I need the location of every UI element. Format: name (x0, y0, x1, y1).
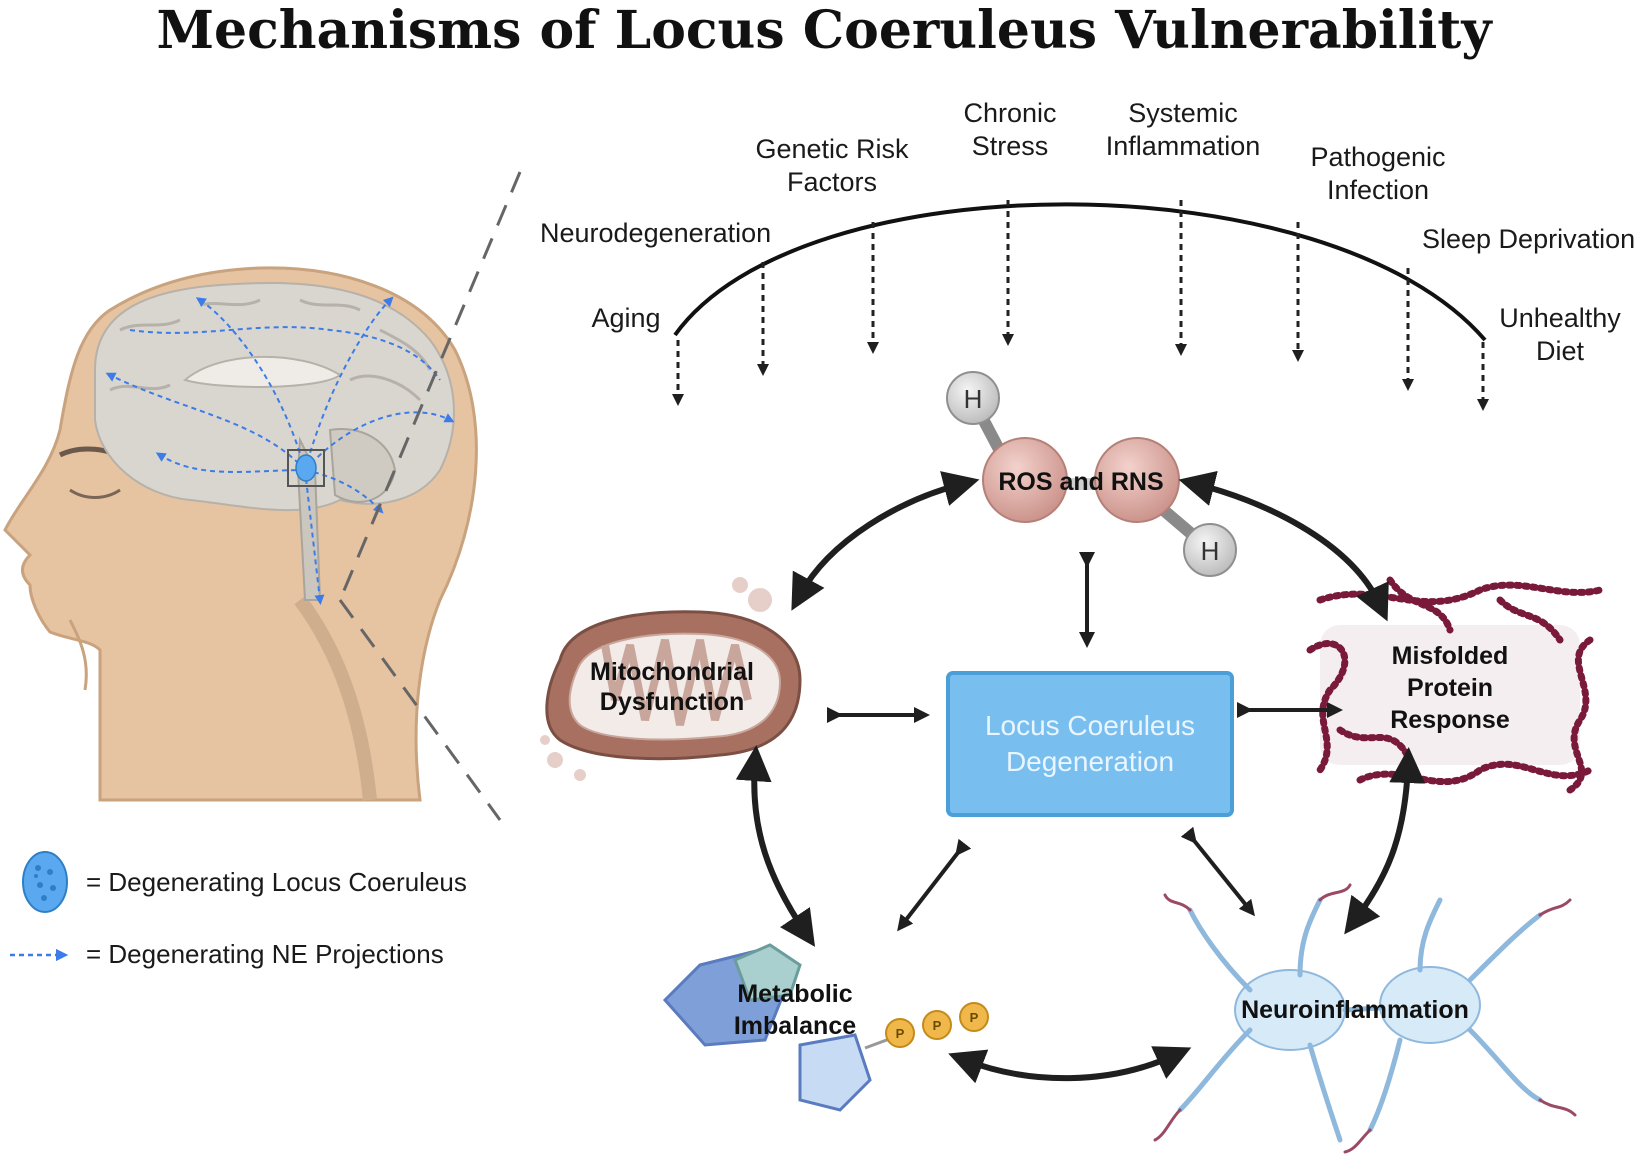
ros-rns-molecule: H H ROS and RNS (946, 371, 1237, 577)
risk-factor-label: Pathogenic (1310, 142, 1445, 172)
oxygen-atom-icon (982, 437, 1068, 523)
metabolic-icon: P P P Metabolic Imbalance (662, 943, 989, 1112)
legend-ne-text: = Degenerating NE Projections (86, 939, 444, 969)
arrow-mito-metabolic (735, 745, 816, 947)
legend: = Degenerating Locus Coeruleus = Degener… (10, 851, 467, 969)
arrow-protein-neuro (1344, 747, 1426, 935)
neuroinflammation-icon: Neuroinflammation (1153, 883, 1577, 1154)
diagram-title: Mechanisms of Locus Coeruleus Vulnerabil… (156, 0, 1493, 61)
arrow-metabolic-neuro (948, 1046, 1192, 1084)
arrow-center-neuro (1180, 826, 1256, 917)
misfolded-label-line3: Response (1390, 706, 1510, 734)
risk-factor-label: Factors (787, 167, 877, 197)
misfolded-protein-icon: Misfolded Protein Response (1306, 576, 1604, 794)
misfolded-label-line1: Misfolded (1392, 642, 1509, 670)
risk-factor-label: Diet (1536, 336, 1585, 366)
risk-factor-label: Chronic (963, 98, 1056, 128)
risk-factor-label: Unhealthy (1499, 303, 1621, 333)
center-label-line1: Locus Coeruleus (985, 710, 1195, 741)
risk-factor-label: Sleep Deprivation (1422, 224, 1635, 254)
risk-factor-label: Infection (1327, 175, 1429, 205)
risk-factor-label: Neurodegeneration (540, 218, 771, 248)
hydrogen-atom-icon (946, 371, 1000, 425)
brain-icon (94, 282, 455, 512)
atom-h-label: H (964, 384, 983, 414)
metabolic-label-line2: Imbalance (734, 1012, 856, 1040)
metabolic-label-line1: Metabolic (737, 980, 852, 1008)
risk-factor-label: Stress (972, 131, 1049, 161)
misfolded-label-line2: Protein (1407, 674, 1493, 702)
arrow-ros-protein (1178, 470, 1389, 622)
phosphate-icon (885, 1018, 915, 1048)
risk-factor-label: Systemic (1128, 98, 1238, 128)
risk-factor-label: Aging (591, 303, 660, 333)
risk-factor-arc: Aging Neurodegeneration Genetic RiskFactor… (540, 98, 1635, 411)
phosphate-label: P (896, 1026, 905, 1041)
interaction-arrows (735, 470, 1426, 1084)
mito-label-line2: Dysfunction (600, 688, 744, 716)
ros-rns-label: ROS and RNS (998, 468, 1163, 496)
mitochondria-icon: Mitochondrial Dysfunction (540, 577, 802, 781)
neuroinflammation-label: Neuroinflammation (1241, 996, 1469, 1024)
arrow-ros-mito (791, 471, 980, 611)
mito-label-line1: Mitochondrial (590, 658, 754, 686)
head-illustration (3, 171, 522, 821)
arrow-center-metabolic (897, 838, 972, 932)
phosphate-icon (922, 1010, 952, 1040)
center-label-line2: Degeneration (1006, 746, 1174, 777)
center-node: Locus Coeruleus Degeneration (946, 671, 1234, 817)
legend-lc-text: = Degenerating Locus Coeruleus (86, 867, 467, 897)
atom-h-label: H (1201, 536, 1220, 566)
cerebellum-icon (328, 428, 397, 503)
phosphate-icon (959, 1002, 989, 1032)
phosphate-label: P (970, 1010, 979, 1025)
locus-coeruleus-icon (295, 454, 317, 482)
risk-factor-label: Genetic Risk (755, 134, 909, 164)
degenerating-lc-icon (22, 851, 68, 913)
risk-factor-label: Inflammation (1106, 131, 1261, 161)
phosphate-label: P (933, 1018, 942, 1033)
center-box (946, 671, 1234, 817)
